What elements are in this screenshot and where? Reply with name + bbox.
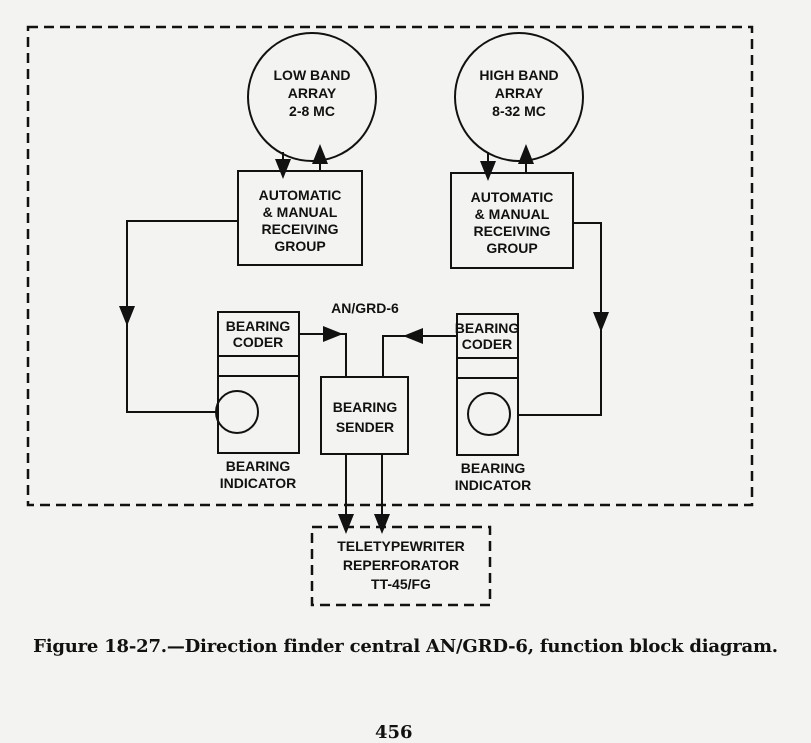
bearing-indicator-label: INDICATOR [455,477,531,493]
figure-caption: Figure 18-27.—Direction finder central A… [33,636,778,657]
bearing-coder-label: BEARING [455,320,520,336]
line-coder-to-sender-right [382,335,457,377]
bearing-sender-label: SENDER [336,419,394,435]
bearing-sender-label: BEARING [333,399,398,415]
high-band-label: HIGH BAND [479,67,558,83]
bearing-indicator-dial-left [215,390,259,434]
receiving-group-label: & MANUAL [263,204,338,220]
receiving-group-label: RECEIVING [473,223,550,239]
page-number: 456 [375,722,413,743]
high-band-label: ARRAY [495,85,544,101]
teletypewriter-reperforator [310,525,492,607]
bearing-unit-left [217,311,300,454]
bearing-coder-label: BEARING [226,318,291,334]
bearing-coder-label: CODER [462,336,513,352]
an-grd-6-boundary [26,25,754,507]
line-coder-to-sender-left [299,333,347,377]
low-band-label: 2-8 MC [289,103,335,119]
line-receiver-to-indicator-left [126,220,238,413]
bearing-sender [320,376,409,455]
receiving-group-label: & MANUAL [475,206,550,222]
system-label: AN/GRD-6 [331,300,399,316]
bearing-indicator-label: INDICATOR [220,475,296,491]
receiving-group-label: RECEIVING [261,221,338,237]
bearing-indicator-dial-right [467,392,511,436]
bearing-indicator-label: BEARING [226,458,291,474]
teletypewriter-label: TT-45/FG [371,576,431,592]
receiving-group-label: AUTOMATIC [471,189,554,205]
bearing-unit-right [456,313,519,456]
low-band-label: ARRAY [288,85,337,101]
receiving-group-left [237,170,363,266]
low-band-label: LOW BAND [274,67,351,83]
bearing-coder-label: CODER [233,334,284,350]
receiving-group-label: GROUP [274,238,325,254]
teletypewriter-label: REPERFORATOR [343,557,459,573]
high-band-label: 8-32 MC [492,103,546,119]
bearing-indicator-label: BEARING [461,460,526,476]
receiving-group-label: AUTOMATIC [259,187,342,203]
receiving-group-label: GROUP [486,240,537,256]
teletypewriter-label: TELETYPEWRITER [337,538,465,554]
receiving-group-right [450,172,574,269]
